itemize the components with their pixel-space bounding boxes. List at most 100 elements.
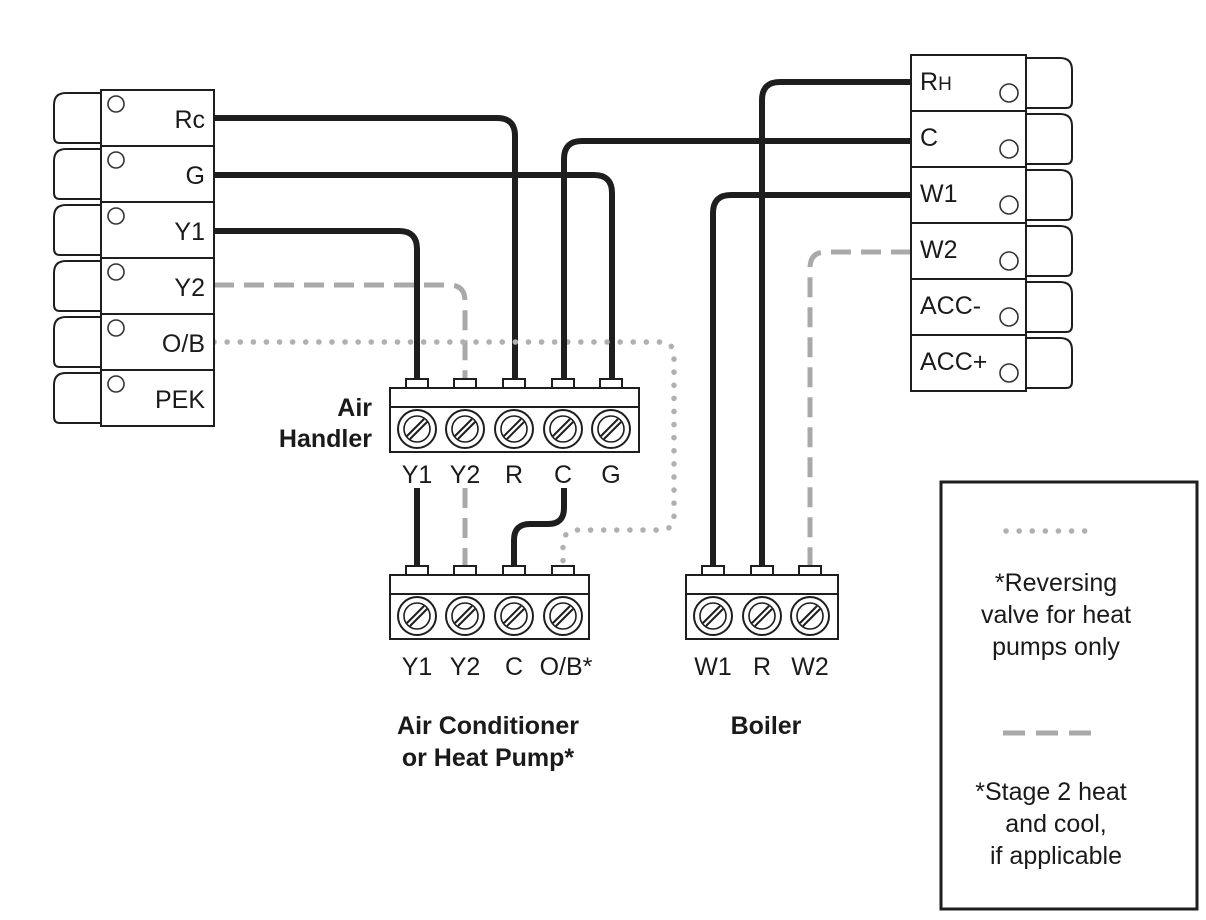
boiler-terminal-label-w2: W2 <box>791 653 829 681</box>
legend-dotted-line1: *Reversing <box>995 569 1117 597</box>
right-terminal-tab-acc <box>1026 337 1073 389</box>
wire-w1-to-w1 <box>710 192 911 572</box>
boiler-terminal-block: W1 R W2 <box>685 565 839 681</box>
air-handler-screw-slot-a-g <box>603 421 622 440</box>
ac-block-top <box>389 574 590 595</box>
air-handler-screw-slot-a-r <box>506 421 525 440</box>
left-terminal-label-g: G <box>186 162 205 190</box>
ac-title-line1: Air Conditioner <box>397 712 579 740</box>
right-terminal-label-w1: W1 <box>920 180 958 208</box>
boiler-pin-r <box>750 565 774 576</box>
air-handler-title-line1: Air <box>337 394 372 422</box>
air-handler-terminal-label-g: G <box>601 461 620 489</box>
boiler-screw-slot-b-r <box>751 605 770 624</box>
left-terminal-hole-pek <box>107 375 125 393</box>
right-terminal-tab-acc <box>1026 281 1073 333</box>
air-handler-screw-slot-a-y2 <box>457 421 476 440</box>
ac-screw-slot-a-y1 <box>409 608 428 627</box>
boiler-title: Boiler <box>731 712 802 740</box>
wire-c-to-c <box>561 138 911 385</box>
ac-pin-c <box>502 565 526 576</box>
air-handler-terminal-label-y1: Y1 <box>402 461 433 489</box>
ac-screw-slot-b-c <box>503 605 522 624</box>
wire-w2-to-w2 <box>807 249 911 572</box>
air-handler-title-line2: Handler <box>279 425 372 453</box>
ac-pin-y2 <box>453 565 477 576</box>
air-handler-screw-slot-a-c <box>555 421 574 440</box>
left-terminal-label-y1: Y1 <box>174 218 205 246</box>
ac-pin-o-b <box>551 565 575 576</box>
boiler-screw-slot-a-r <box>754 608 773 627</box>
ac-terminal-label-y1: Y1 <box>402 653 433 681</box>
air-handler-screw-slot-a-y1 <box>409 421 428 440</box>
wire-rh-to-r <box>759 79 911 572</box>
left-terminal-label-y2: Y2 <box>174 274 205 302</box>
legend-dotted-line2: valve for heat <box>981 601 1131 629</box>
wire-ob-reversing <box>211 339 677 575</box>
legend-dashed-line1: *Stage 2 heat <box>975 778 1127 806</box>
air-handler-screw-head-y2 <box>451 415 479 443</box>
right-terminal-label-w2: W2 <box>920 236 958 264</box>
ac-screw-slot-a-o-b <box>555 608 574 627</box>
left-terminal-tab-o-b <box>53 316 101 368</box>
boiler-screw-slot-b-w2 <box>799 605 818 624</box>
left-terminal-hole-y1 <box>107 207 125 225</box>
right-terminal-hole-acc <box>999 307 1019 327</box>
right-terminal-label-c: C <box>920 124 938 152</box>
right-terminal-tab-w2 <box>1026 225 1073 277</box>
right-terminal-label-acc: ACC- <box>920 292 981 320</box>
right-terminal-rh <box>910 54 1027 112</box>
boiler-pin-w1 <box>701 565 725 576</box>
ac-pin-y1 <box>405 565 429 576</box>
left-terminal-tab-pek <box>53 372 101 424</box>
air-handler-block-top <box>389 387 640 408</box>
right-terminal-tab-c <box>1026 113 1073 165</box>
right-terminal-hole-c <box>999 139 1019 159</box>
left-terminal-hole-o-b <box>107 319 125 337</box>
boiler-screw-head-r <box>748 602 776 630</box>
air-handler-screw-head-y1 <box>403 415 431 443</box>
air-handler-screw-head-c <box>549 415 577 443</box>
legend-dotted-line3: pumps only <box>992 633 1120 661</box>
boiler-screw-slot-b-w1 <box>702 605 721 624</box>
legend-dashed-line3: if applicable <box>990 842 1122 870</box>
left-terminal-label-o-b: O/B <box>162 330 205 358</box>
left-terminal-g <box>100 145 215 203</box>
legend-dashed-line2: and cool, <box>1005 810 1106 838</box>
legend-frame <box>939 480 1199 911</box>
wire-y1-to-y1 <box>214 228 420 385</box>
left-terminal-hole-y2 <box>107 263 125 281</box>
ac-screw-head-y2 <box>451 602 479 630</box>
ac-screw-head-c <box>500 602 528 630</box>
air-handler-screw-slot-b-y2 <box>454 418 473 437</box>
ac-screw-slot-b-o-b <box>552 605 571 624</box>
air-handler-pin-g <box>599 378 623 389</box>
ac-screw-head-o-b <box>549 602 577 630</box>
left-terminal-tab-y2 <box>53 260 101 312</box>
left-terminal-tab-rc <box>53 92 101 144</box>
air-handler-screw-head-r <box>500 415 528 443</box>
ac-terminal-label-y2: Y2 <box>450 653 481 681</box>
ac-screw-head-y1 <box>403 602 431 630</box>
right-terminal-label-rh: RH <box>920 68 952 96</box>
air-handler-screw-head-g <box>597 415 625 443</box>
wire-ah-c-to-ac-c <box>511 488 567 572</box>
right-terminal-tab-w1 <box>1026 169 1073 221</box>
boiler-pin-w2 <box>798 565 822 576</box>
left-terminal-tab-g <box>53 148 101 200</box>
boiler-screw-head-w2 <box>796 602 824 630</box>
ac-screw-slot-b-y1 <box>406 605 425 624</box>
wire-rc-to-r <box>214 115 518 385</box>
boiler-terminal-label-r: R <box>753 653 771 681</box>
air-handler-screw-slot-b-r <box>503 418 522 437</box>
boiler-screw-slot-a-w2 <box>802 608 821 627</box>
ac-terminal-label-o-b: O/B* <box>540 653 593 681</box>
ac-screw-slot-b-y2 <box>454 605 473 624</box>
boiler-terminal-label-w1: W1 <box>694 653 732 681</box>
legend: *Reversing valve for heat pumps only *St… <box>939 480 1199 911</box>
right-terminal-label-acc: ACC+ <box>920 348 987 376</box>
